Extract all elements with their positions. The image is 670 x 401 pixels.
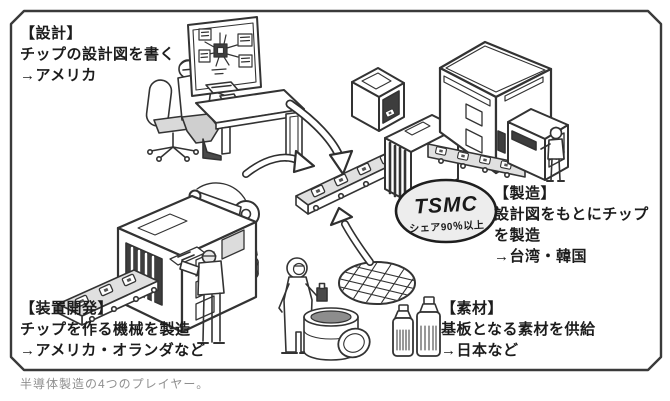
outfeed-belt-icon <box>57 269 159 326</box>
output-conveyor-icon <box>427 143 526 179</box>
materials-label: 【素材】 基板となる素材を供給 →日本など <box>441 300 596 359</box>
flow-arrows <box>242 99 374 266</box>
material-barrel-icon <box>303 307 371 361</box>
chip-blueprint-icon <box>198 28 253 75</box>
manufacturing-label: 【製造】 設計図をもとにチップ を製造 →台湾・韓国 <box>494 185 649 265</box>
arrow-materials-to-fab-icon <box>329 206 374 266</box>
silicon-wafer-icon <box>338 261 416 305</box>
machine-operator-icon <box>169 246 225 344</box>
tsmc-label: TSMC <box>414 192 479 218</box>
arrow-design-to-fab-icon <box>285 99 354 176</box>
fab-worker-icon <box>540 126 565 182</box>
materials-scene-illustration <box>278 257 441 361</box>
equipment-label: 【装置開発】 チップを作る機械を製造 →アメリカ・オランダなど <box>20 300 206 359</box>
process-machine-icon <box>351 67 405 132</box>
chemical-bottles-icon <box>392 296 441 357</box>
office-chair-icon <box>145 79 200 163</box>
equipment-scene-illustration <box>57 182 260 344</box>
design-title: 【設計】 <box>20 25 83 42</box>
design-label: 【設計】 チップの設計図を書く →アメリカ <box>20 25 176 84</box>
manufacturing-title: 【製造】 <box>494 185 557 202</box>
materials-title: 【素材】 <box>441 300 504 317</box>
tsmc-share-label: シェア90％以上 <box>409 218 485 235</box>
equipment-title: 【装置開発】 <box>20 300 114 317</box>
design-scene-illustration <box>145 16 305 163</box>
tsmc-share-bubble: TSMC シェア90％以上 <box>394 178 498 244</box>
arrow-equipment-to-fab-icon <box>242 149 316 178</box>
figure-caption: 半導体製造の4つのプレイヤー。 <box>20 377 210 391</box>
